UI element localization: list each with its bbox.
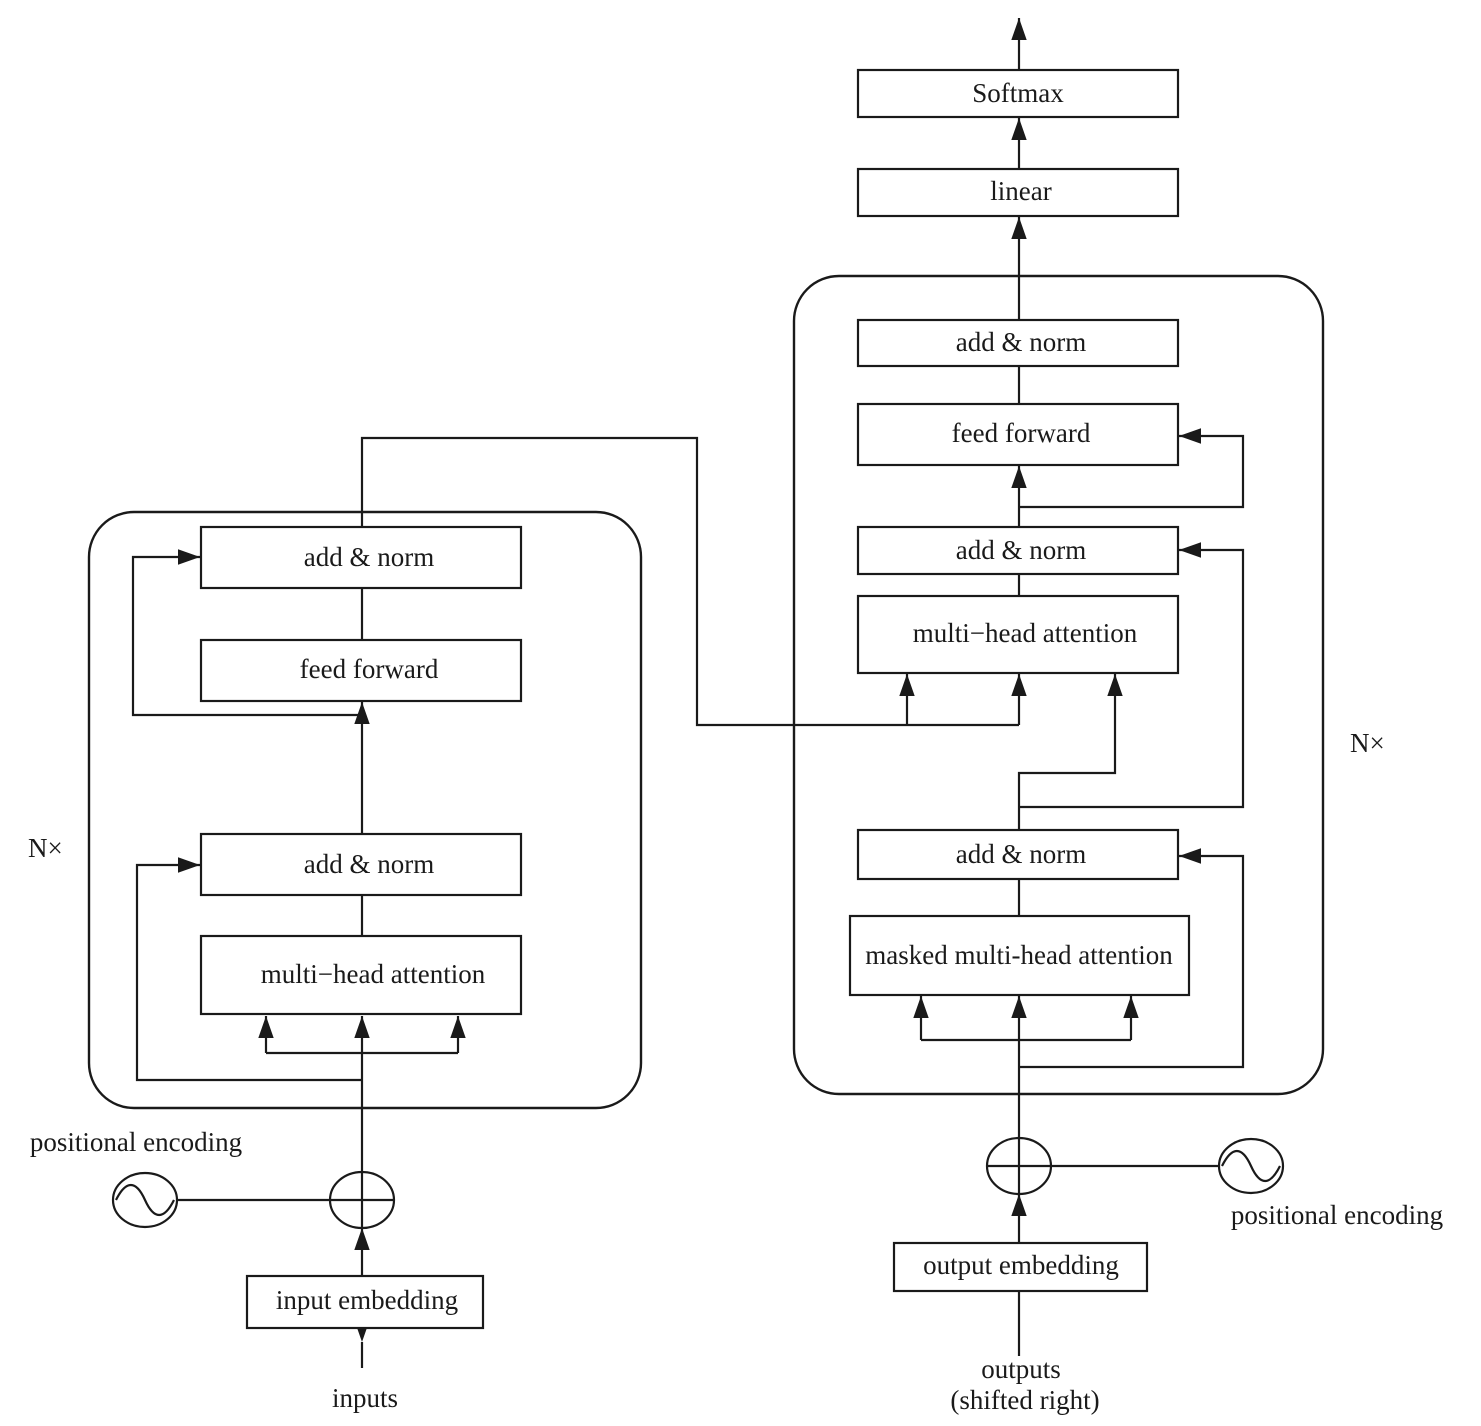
encoder: add & norm feed forward add & norm multi…	[28, 436, 1019, 1413]
decoder-feed-forward-box	[856, 402, 1180, 467]
decoder-attention-box	[856, 594, 1180, 675]
decoder-block-frame	[792, 274, 1325, 1096]
encoder-residual-2	[131, 549, 362, 717]
encoder-attention-box	[199, 934, 523, 1016]
encoder-feed-forward-box	[199, 638, 523, 703]
decoder-add-norm-mid-label: add & norm	[956, 535, 1086, 565]
encoder-add-norm-top-label: add & norm	[304, 542, 434, 572]
input-embedding-label: input embedding	[276, 1285, 458, 1315]
decoder-add-norm-top-box	[856, 318, 1180, 368]
decoder-positional-encoding-label: positional encoding	[1231, 1200, 1443, 1230]
outputs-label: outputs	[981, 1354, 1061, 1384]
encoder-add-norm-top-box	[199, 525, 523, 590]
encoder-block-frame	[87, 510, 643, 1110]
encoder-residual-1	[135, 857, 362, 1082]
decoder-residual-3	[1019, 428, 1245, 509]
decoder-residual-2	[1019, 542, 1245, 809]
decoder-feed-forward-label: feed forward	[952, 418, 1091, 448]
decoder: Softmax linear add & norm feed forward a…	[792, 18, 1443, 1415]
decoder-attention-label: multi−head attention	[913, 618, 1138, 648]
encoder-feed-forward-label: feed forward	[300, 654, 439, 684]
decoder-sum-icon	[985, 1136, 1053, 1196]
encoder-add-norm-bottom-box	[199, 832, 523, 897]
decoder-connectors	[899, 18, 1245, 1356]
encoder-repeat-label: N×	[28, 833, 63, 863]
input-embedding-box	[245, 1274, 485, 1330]
encoder-attention-label: multi−head attention	[261, 959, 486, 989]
decoder-add-norm-mid-box	[856, 525, 1180, 576]
decoder-positional-encoding-icon	[1217, 1137, 1285, 1195]
decoder-query-arrow	[1017, 674, 1123, 830]
linear-label: linear	[990, 176, 1051, 206]
softmax-box	[856, 68, 1180, 119]
outputs-shifted-label: (shifted right)	[950, 1385, 1099, 1415]
decoder-add-norm-bottom-box	[856, 828, 1180, 881]
decoder-repeat-label: N×	[1350, 728, 1385, 758]
encoder-connectors	[131, 436, 1019, 1368]
encoder-add-norm-bottom-label: add & norm	[304, 849, 434, 879]
inputs-label: inputs	[332, 1383, 398, 1413]
softmax-label: Softmax	[972, 78, 1064, 108]
output-embedding-box	[892, 1241, 1149, 1293]
masked-attention-box	[848, 914, 1191, 997]
decoder-residual-1	[1019, 848, 1245, 1069]
encoder-positional-encoding-icon	[111, 1171, 179, 1229]
linear-box	[856, 167, 1180, 218]
output-embedding-label: output embedding	[923, 1250, 1119, 1280]
decoder-add-norm-bottom-label: add & norm	[956, 839, 1086, 869]
encoder-to-decoder-link	[360, 436, 1019, 727]
encoder-sum-icon	[328, 1170, 396, 1230]
masked-attention-label: masked multi-head attention	[865, 940, 1173, 970]
encoder-positional-encoding-label: positional encoding	[30, 1127, 242, 1157]
decoder-add-norm-top-label: add & norm	[956, 327, 1086, 357]
